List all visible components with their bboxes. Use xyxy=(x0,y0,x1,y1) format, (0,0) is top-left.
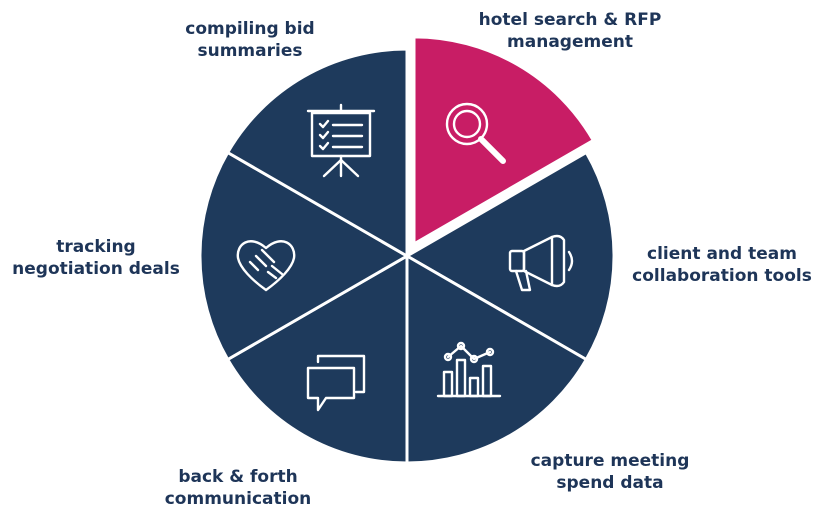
handshake-icon xyxy=(236,240,296,292)
slice-bids xyxy=(225,47,409,259)
slice-negotiation xyxy=(198,150,411,362)
slice-hotel xyxy=(412,35,596,247)
megaphone-icon xyxy=(508,234,574,292)
magnifier-icon xyxy=(445,102,506,164)
presentation-board-icon xyxy=(306,103,376,178)
chat-bubbles-icon xyxy=(306,354,366,412)
bar-chart-icon xyxy=(436,341,502,398)
slice-spend xyxy=(405,253,589,465)
